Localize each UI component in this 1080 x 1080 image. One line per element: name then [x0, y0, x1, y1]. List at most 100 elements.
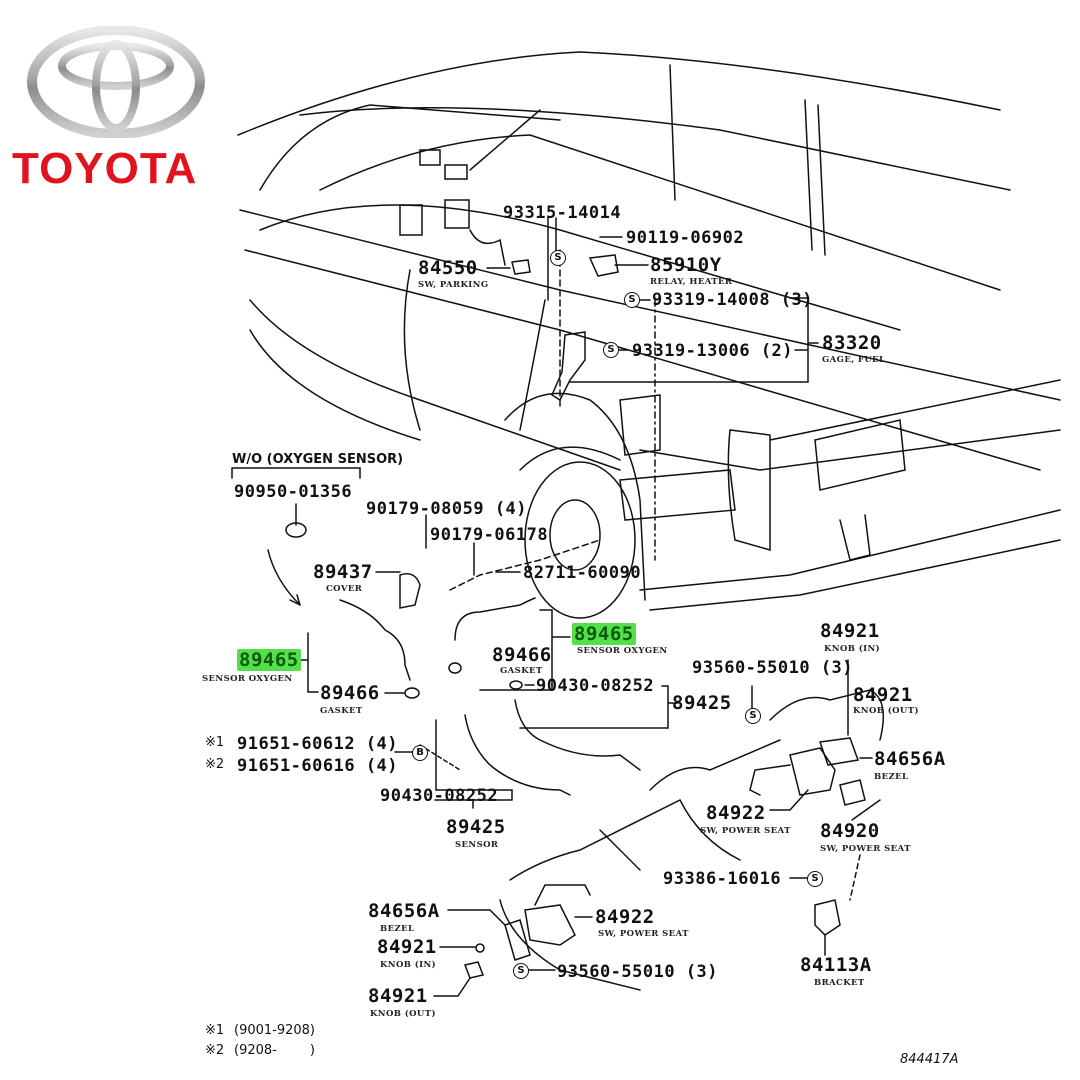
part-number-90430-08252-right[interactable]: 90430-08252 — [536, 676, 655, 696]
bolt-symbol-icon: B — [412, 745, 428, 761]
knob-part-in — [475, 943, 485, 953]
part-number-85910y[interactable]: 85910Y — [650, 254, 722, 276]
part-number-93560-55010-bottom[interactable]: 93560-55010 (3) — [557, 962, 719, 982]
part-desc-84656a-right: BEZEL — [874, 772, 909, 782]
seat-back-right — [769, 689, 885, 741]
screw-symbol-icon: S — [513, 963, 529, 979]
screw-symbol-icon: S — [745, 708, 761, 724]
part-number-90119-06902[interactable]: 90119-06902 — [626, 228, 745, 248]
part-number-89425-right[interactable]: 89425 — [672, 692, 732, 714]
part-desc-84113a: BRACKET — [814, 978, 865, 988]
part-number-84656a-left[interactable]: 84656A — [368, 900, 440, 922]
roof-outline — [237, 51, 1001, 136]
side-molding — [619, 469, 736, 521]
part-desc-89465-right: SENSOR OXYGEN — [577, 646, 668, 656]
c-pillar — [804, 99, 813, 251]
screw-symbol-icon: S — [624, 292, 640, 308]
gasket-part-2 — [448, 662, 462, 674]
part-number-90430-08252-left[interactable]: 90430-08252 — [380, 786, 499, 806]
part-number-84921-knob-in-top[interactable]: 84921 — [820, 620, 880, 642]
part-number-89437[interactable]: 89437 — [313, 561, 373, 583]
part-desc-84550: SW, PARKING — [418, 280, 489, 290]
part-number-84922-right[interactable]: 84922 — [706, 802, 766, 824]
rear-lamp-right — [814, 419, 906, 491]
part-desc-84921-knob-in-top: KNOB (IN) — [824, 644, 881, 654]
bumper — [639, 509, 1061, 591]
arrow-curve — [267, 549, 301, 606]
part-number-82711-60090[interactable]: 82711-60090 — [523, 563, 642, 583]
part-number-84550[interactable]: 84550 — [418, 257, 478, 279]
part-number-91651-60616[interactable]: 91651-60616 (4) — [237, 756, 399, 776]
part-number-90179-06178[interactable]: 90179-06178 — [430, 525, 549, 545]
rear-fender — [504, 392, 646, 601]
part-number-84656a-right[interactable]: 84656A — [874, 748, 946, 770]
sensor-wire-89425r — [514, 699, 641, 771]
part-desc-84920: SW, POWER SEAT — [820, 844, 911, 854]
fuel-door — [619, 394, 661, 456]
dash-right — [849, 854, 861, 901]
toyota-wordmark: TOYOTA — [12, 144, 198, 193]
bumper-strap — [839, 514, 871, 561]
plug-part — [285, 522, 307, 538]
part-number-84113a[interactable]: 84113A — [800, 954, 872, 976]
bracket-89425r — [519, 685, 679, 729]
part-desc-84656a-left: BEZEL — [380, 924, 415, 934]
dash-lower — [259, 204, 901, 331]
c-pillar-2 — [817, 104, 826, 256]
gasket-part — [404, 687, 420, 699]
part-number-84922-left[interactable]: 84922 — [595, 906, 655, 928]
tail-lamp — [727, 429, 771, 551]
bracket-wo-oxygen — [231, 467, 361, 479]
seat-outline-right — [649, 739, 781, 791]
part-number-89425-left[interactable]: 89425 — [446, 816, 506, 838]
bracket-89465l — [299, 632, 319, 693]
footnote-mark-1: ※1 — [205, 735, 225, 750]
part-desc-89437: COVER — [326, 584, 363, 594]
part-number-89465-highlighted[interactable]: 89465 — [237, 649, 301, 671]
seat-back-left — [499, 899, 641, 991]
part-number-84921-knob-out-top[interactable]: 84921 — [853, 684, 913, 706]
part-number-93319-13006[interactable]: 93319-13006 (2) — [632, 341, 794, 361]
highlight-89465-right[interactable]: 89465 — [572, 623, 636, 645]
switch-part — [511, 259, 531, 275]
highlight-89465-left[interactable]: 89465 — [237, 649, 301, 671]
part-desc-84922-left: SW, POWER SEAT — [598, 929, 689, 939]
switch-wire-l — [534, 884, 591, 906]
part-number-93560-55010-top[interactable]: 93560-55010 (3) — [692, 658, 854, 678]
part-number-89466-right[interactable]: 89466 — [492, 644, 552, 666]
dash-82711 — [449, 539, 601, 591]
part-desc-89425-left: SENSOR — [455, 840, 499, 850]
footnote-2-range: (9208- ) — [234, 1043, 315, 1058]
body-side-low — [249, 299, 621, 471]
footnote-1-mark: ※1 — [205, 1023, 225, 1038]
part-desc-85910y: RELAY, HEATER — [650, 277, 733, 287]
part-number-91651-60612[interactable]: 91651-60612 (4) — [237, 734, 399, 754]
part-number-89465-highlighted[interactable]: 89465 — [572, 623, 636, 645]
power-seat-switch-r — [789, 747, 836, 796]
part-number-93319-14008[interactable]: 93319-14008 (3) — [652, 290, 814, 310]
part-number-89466-left[interactable]: 89466 — [320, 682, 380, 704]
part-number-84920[interactable]: 84920 — [820, 820, 880, 842]
rear-wheel — [524, 461, 636, 619]
note-without-oxygen-sensor: W/O (OXYGEN SENSOR) — [232, 452, 404, 467]
part-desc-84921-knob-out-bottom: KNOB (OUT) — [370, 1009, 436, 1019]
screw-symbol-icon: S — [603, 342, 619, 358]
footnote-2-mark: ※2 — [205, 1043, 225, 1058]
part-number-90950-01356[interactable]: 90950-01356 — [234, 482, 353, 502]
power-seat-switch-l — [524, 904, 576, 946]
fuel-gauge-part — [551, 331, 586, 402]
diagram-id: 844417A — [900, 1052, 959, 1067]
arrow-head — [289, 594, 301, 606]
part-number-84921-knob-in-bottom[interactable]: 84921 — [377, 936, 437, 958]
bumper-low — [649, 539, 1061, 611]
cover-part — [399, 573, 421, 609]
part-number-84921-knob-out-bottom[interactable]: 84921 — [368, 985, 428, 1007]
part-number-93315-14014[interactable]: 93315-14014 — [503, 203, 622, 223]
bracket-89465r — [479, 609, 571, 691]
leader-93315 — [547, 217, 557, 301]
part-number-83320[interactable]: 83320 — [822, 332, 882, 354]
part-number-90179-08059[interactable]: 90179-08059 (4) — [366, 499, 528, 519]
part-number-93386-16016[interactable]: 93386-16016 — [663, 869, 782, 889]
